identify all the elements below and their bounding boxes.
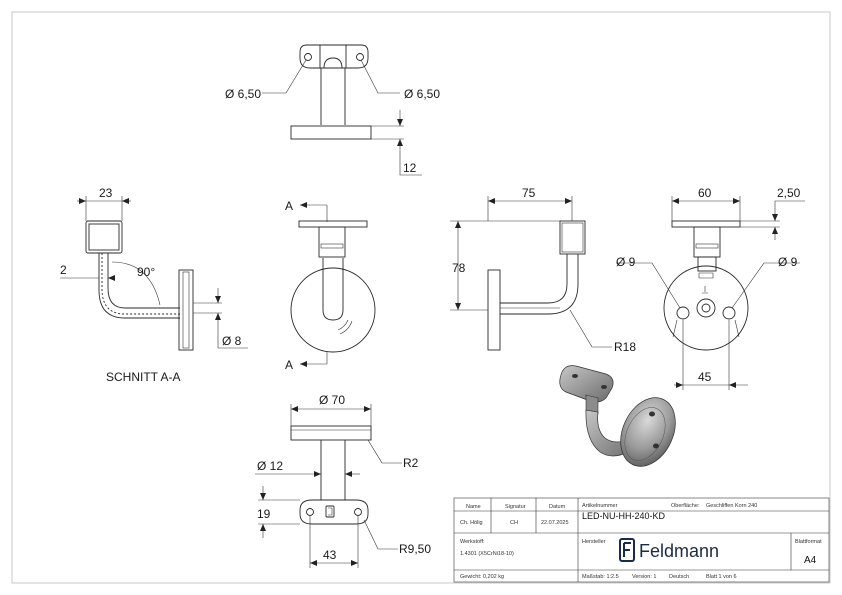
section-title: SCHNITT A-A <box>106 370 180 384</box>
side-depth-label: 75 <box>522 186 536 200</box>
back-width-label: 60 <box>698 186 712 200</box>
bottom-diameter-label: Ø 70 <box>319 393 345 407</box>
side-height-label: 78 <box>452 261 466 275</box>
tb-article-label: Artikelnummer <box>582 503 618 509</box>
tb-version: Version: 1 <box>632 574 656 580</box>
tb-format-value: A4 <box>804 555 817 566</box>
bottom-edge-radius-label: R2 <box>403 456 419 470</box>
tb-scale: Maßstab: 1:2.5 <box>582 574 619 580</box>
tb-weight: Gewicht: 0,202 kg <box>460 574 504 580</box>
sheet-border <box>11 11 831 584</box>
bottom-view: Ø 70 R2 Ø 12 19 43 R9,50 <box>255 393 431 568</box>
back-view: 60 2,50 Ø 9 Ø 9 45 <box>616 186 805 390</box>
tb-date-value: 22.07.2025 <box>541 520 569 526</box>
front-view: A A <box>285 199 376 372</box>
tb-language: Deutsch <box>669 574 689 580</box>
top-thickness-label: 12 <box>403 161 417 175</box>
side-radius-label: R18 <box>614 340 636 354</box>
top-view: 12 Ø 6,50 Ø 6,50 <box>225 44 440 176</box>
tb-date-label: Datum <box>549 504 566 510</box>
tb-signature-value: CH <box>510 520 518 526</box>
section-pin-label: Ø 8 <box>222 334 242 348</box>
feldmann-logo-icon <box>619 538 635 562</box>
tb-article-value: LED-NU-HH-240-KD <box>582 511 666 521</box>
bottom-radius-label: R9,50 <box>399 542 431 556</box>
tb-name-value: Ch. Hölig <box>460 520 483 526</box>
side-view: 75 78 R18 <box>450 186 636 354</box>
tb-format-label: Blattformat <box>795 539 822 545</box>
bottom-tube-label: Ø 12 <box>257 459 283 473</box>
section-wall-label: 2 <box>60 263 67 277</box>
tb-material-value: 1.4301 (X5CrNi18-10) <box>460 551 514 557</box>
section-marker-bottom: A <box>285 358 293 372</box>
isometric-view <box>559 365 676 467</box>
tb-sheet: Blatt 1 von 6 <box>706 574 737 580</box>
back-hole-left-label: Ø 9 <box>616 255 636 269</box>
tb-surface-label: Oberfläche: <box>671 503 700 509</box>
section-marker-top: A <box>285 199 293 213</box>
bottom-spacing-label: 43 <box>323 548 337 562</box>
tb-material-label: Werkstoff: <box>460 539 485 545</box>
tb-signature-label: Signatur <box>505 504 526 510</box>
tb-manufacturer-label: Hersteller <box>582 539 606 545</box>
back-hole-right-label: Ø 9 <box>778 255 798 269</box>
tb-name-label: Name <box>466 504 481 510</box>
section-angle-label: 90° <box>137 265 155 279</box>
section-width-label: 23 <box>99 186 113 200</box>
top-hole-left-label: Ø 6,50 <box>225 87 261 101</box>
section-view: 23 2 90° Ø 8 SCHNITT A-A <box>60 186 248 384</box>
tb-surface-value: Geschliffen Korn 240 <box>706 503 757 509</box>
tb-brand: Feldmann <box>639 541 719 561</box>
bottom-width-label: 19 <box>257 507 271 521</box>
back-thickness-label: 2,50 <box>777 186 801 200</box>
top-hole-right-label: Ø 6,50 <box>404 87 440 101</box>
back-spacing-label: 45 <box>698 370 712 384</box>
title-block: Name Signatur Datum Ch. Hölig CH 22.07.2… <box>453 497 830 583</box>
